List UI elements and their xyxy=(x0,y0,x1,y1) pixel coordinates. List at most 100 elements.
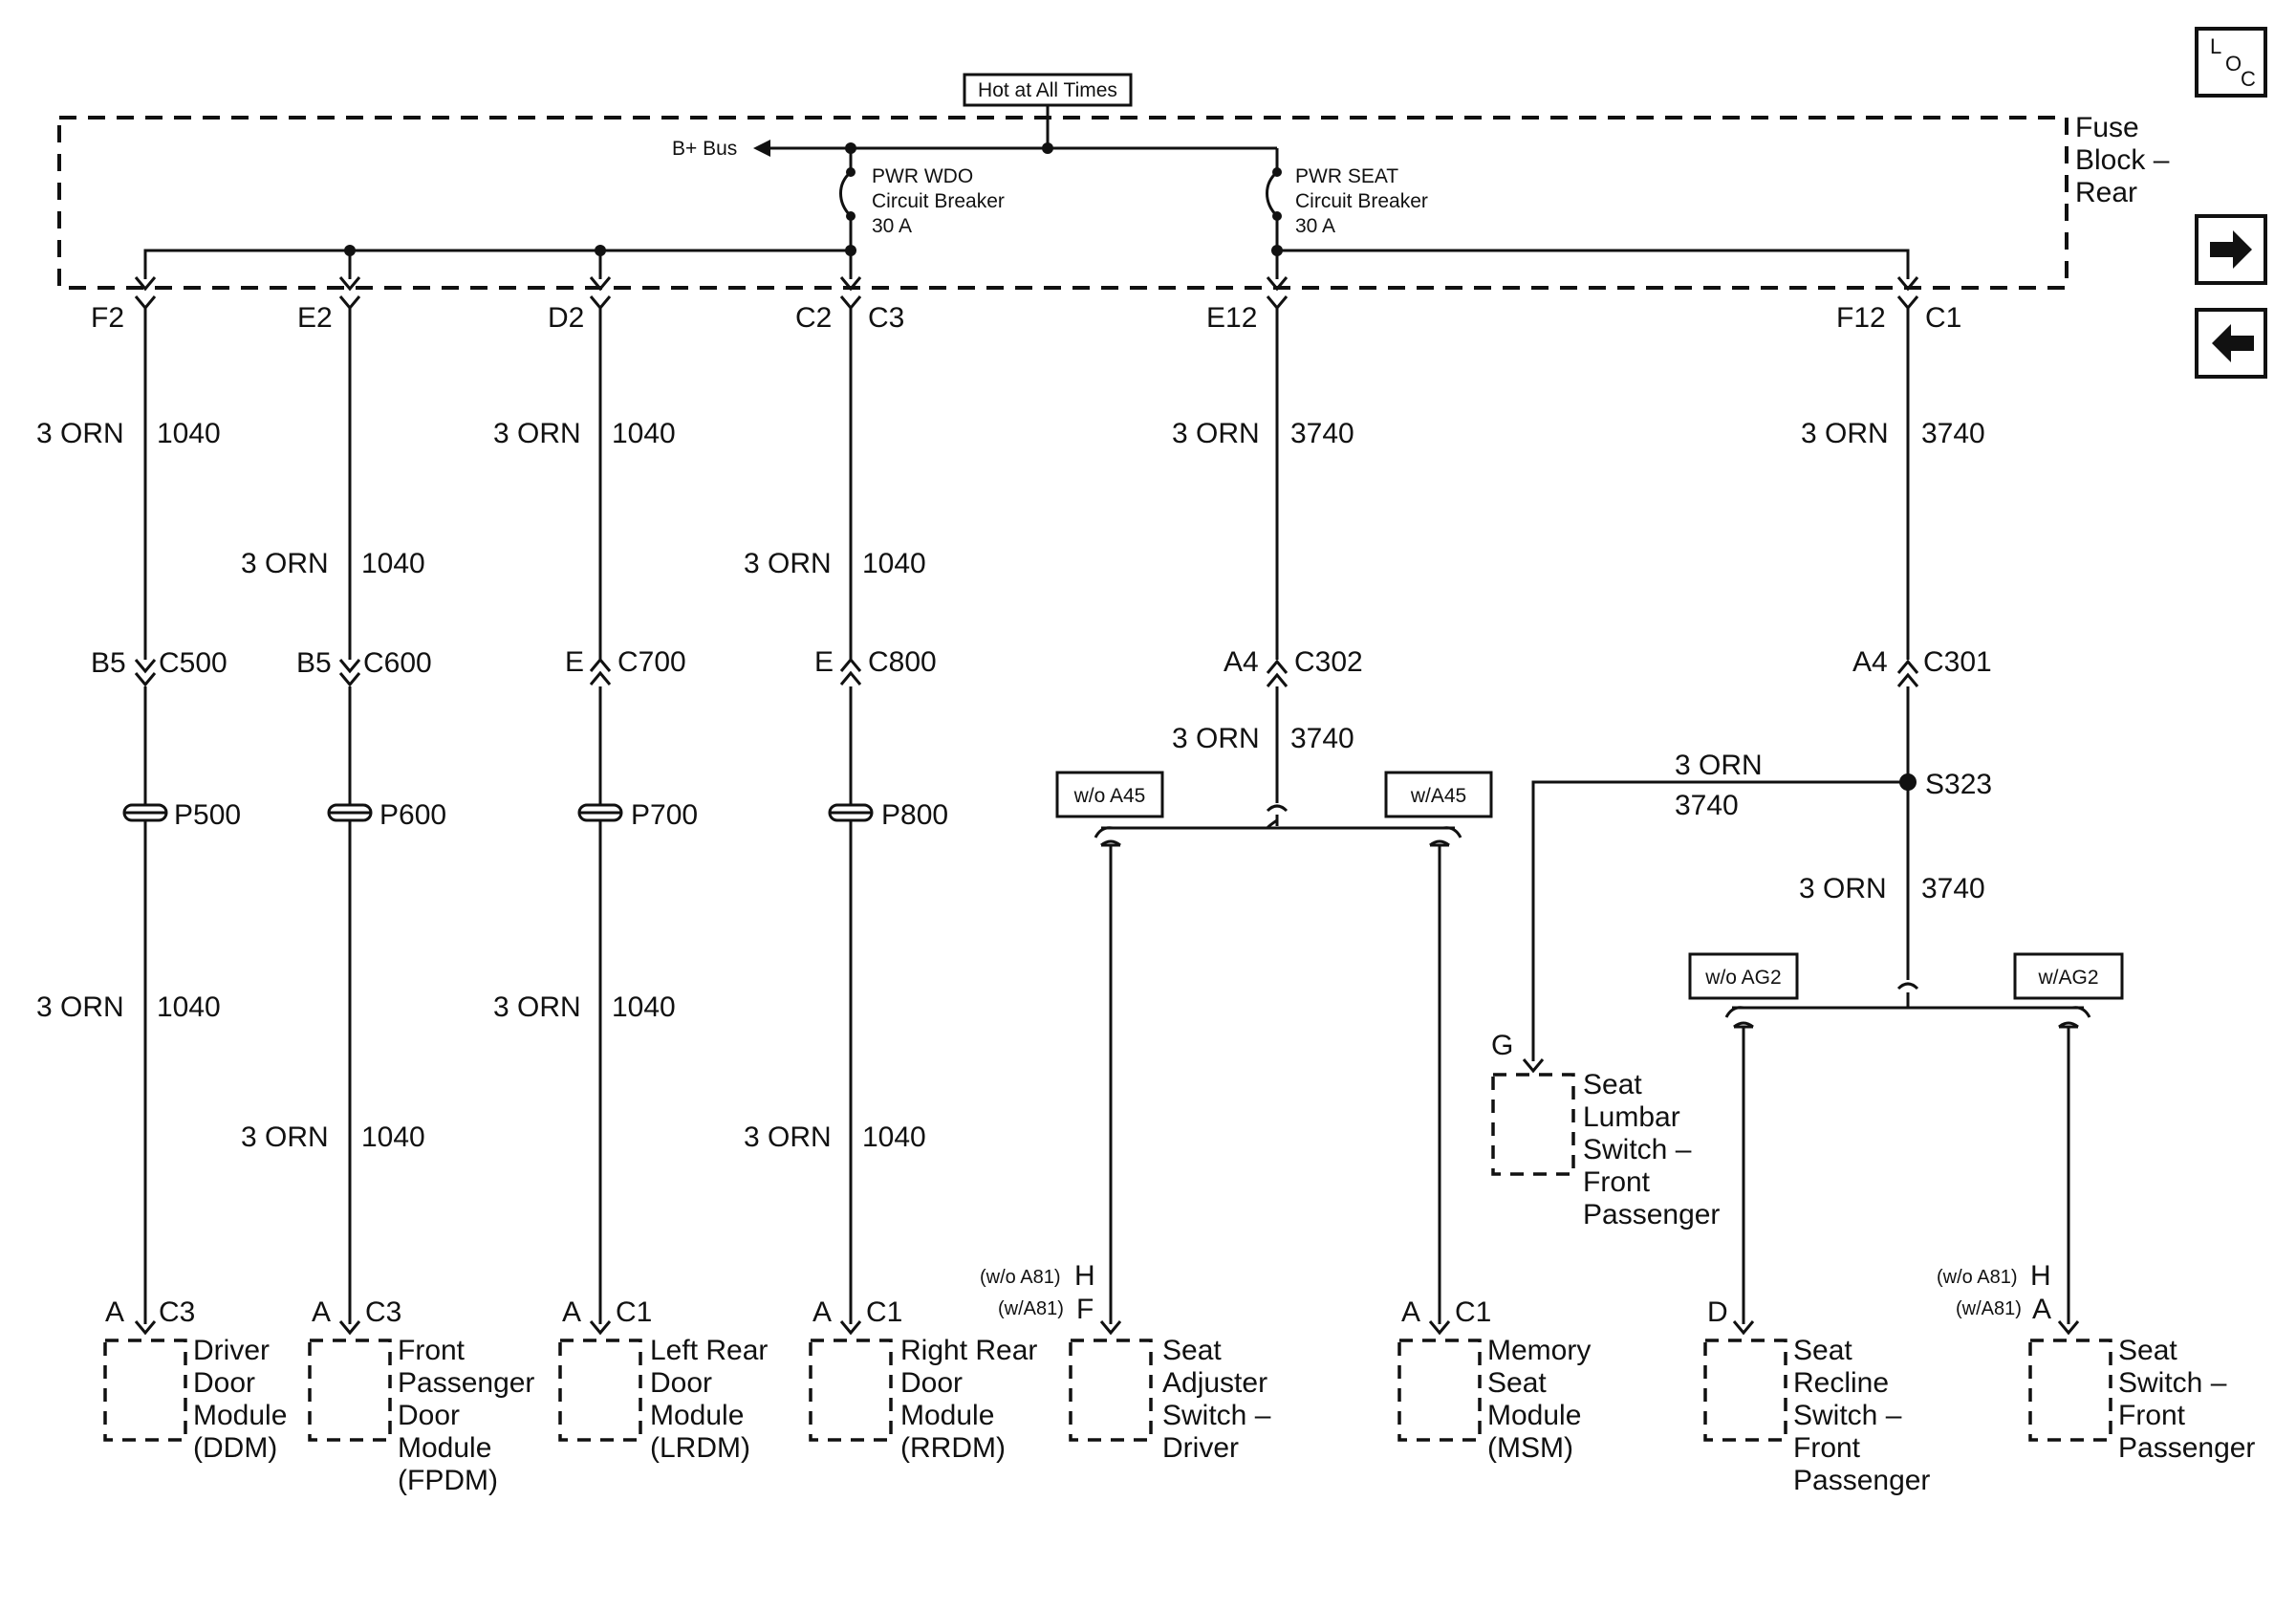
svg-text:Circuit Breaker: Circuit Breaker xyxy=(1295,190,1428,212)
svg-text:(w/o A81): (w/o A81) xyxy=(980,1267,1060,1288)
prev-page-button[interactable] xyxy=(2195,308,2267,379)
right-arrow-icon xyxy=(2210,230,2252,269)
option-wo-ag2-box xyxy=(1688,952,1799,1000)
svg-text:C302: C302 xyxy=(1294,646,1363,678)
svg-text:C3: C3 xyxy=(159,1296,195,1328)
option-w-a45: w/A45 xyxy=(1410,785,1466,807)
pwr-wdo-breaker-label: PWR WDO Circuit Breaker 30 A xyxy=(872,165,1005,237)
component-seat-adjuster-switch-driver: (w/o A81) H (w/A81) F Seat Adjuster Swit… xyxy=(980,1260,1271,1464)
svg-text:Module: Module xyxy=(398,1432,491,1464)
fuse-block-terminals xyxy=(134,276,1919,311)
svg-text:B5: B5 xyxy=(91,647,126,679)
svg-text:(w/o A81): (w/o A81) xyxy=(1937,1267,2017,1288)
svg-text:G: G xyxy=(1491,1030,1513,1061)
svg-text:Adjuster: Adjuster xyxy=(1162,1367,1267,1399)
svg-text:Door: Door xyxy=(398,1400,460,1431)
svg-text:3740: 3740 xyxy=(1675,790,1739,821)
svg-text:Seat: Seat xyxy=(1487,1367,1547,1399)
svg-text:C: C xyxy=(2241,67,2256,91)
terminal-f12: F12 xyxy=(1836,302,1886,334)
svg-text:(MSM): (MSM) xyxy=(1487,1432,1573,1464)
option-w-ag2: w/AG2 xyxy=(2037,967,2098,989)
svg-text:E: E xyxy=(565,646,584,678)
svg-text:O: O xyxy=(2225,52,2242,76)
svg-text:(w/A81): (w/A81) xyxy=(998,1298,1064,1319)
svg-text:Seat: Seat xyxy=(2118,1335,2177,1366)
svg-text:3 ORN: 3 ORN xyxy=(241,1121,329,1153)
next-page-button[interactable] xyxy=(2195,214,2267,285)
component-ddm: A C3 Driver Door Module (DDM) xyxy=(103,1296,287,1464)
svg-text:3 ORN: 3 ORN xyxy=(744,548,832,579)
terminal-d2: D2 xyxy=(548,302,584,334)
component-rrdm: A C1 Right Rear Door Module (RRDM) xyxy=(809,1296,1037,1464)
svg-text:Memory: Memory xyxy=(1487,1335,1591,1366)
svg-text:1040: 1040 xyxy=(361,1121,425,1153)
svg-text:C1: C1 xyxy=(1455,1296,1491,1328)
svg-text:Module: Module xyxy=(900,1400,994,1431)
svg-text:Driver: Driver xyxy=(193,1335,270,1366)
svg-text:Switch –: Switch – xyxy=(1793,1400,1902,1431)
connector-c301 xyxy=(1896,659,1919,687)
b-plus-bus-label: B+ Bus xyxy=(672,138,737,160)
svg-text:Passenger: Passenger xyxy=(2118,1432,2255,1464)
option-wo-a45-box xyxy=(1055,771,1164,818)
svg-text:P600: P600 xyxy=(379,799,446,831)
svg-text:A: A xyxy=(1401,1296,1420,1328)
svg-text:PWR WDO: PWR WDO xyxy=(872,165,973,187)
component-msm: A C1 Memory Seat Module (MSM) xyxy=(1397,1296,1591,1464)
svg-text:1040: 1040 xyxy=(157,418,221,449)
svg-text:Switch –: Switch – xyxy=(2118,1367,2227,1399)
svg-text:B5: B5 xyxy=(296,647,332,679)
svg-text:3 ORN: 3 ORN xyxy=(1799,873,1887,904)
svg-text:C3: C3 xyxy=(365,1296,401,1328)
svg-text:(FPDM): (FPDM) xyxy=(398,1465,498,1496)
svg-text:Switch –: Switch – xyxy=(1162,1400,1271,1431)
connector-c302 xyxy=(1266,659,1289,687)
svg-text:Lumbar: Lumbar xyxy=(1583,1101,1680,1133)
svg-text:P700: P700 xyxy=(631,799,698,831)
option-w-ag2-box xyxy=(2013,952,2124,1000)
svg-text:1040: 1040 xyxy=(157,991,221,1023)
option-w-a45-box xyxy=(1384,771,1493,818)
svg-text:A: A xyxy=(812,1296,832,1328)
svg-text:H: H xyxy=(1074,1260,1095,1292)
svg-text:C500: C500 xyxy=(159,647,227,679)
terminal-e2: E2 xyxy=(297,302,333,334)
svg-text:Block –: Block – xyxy=(2075,144,2170,176)
connector-c800 xyxy=(839,657,862,686)
svg-text:(LRDM): (LRDM) xyxy=(650,1432,750,1464)
component-lrdm: A C1 Left Rear Door Module (LRDM) xyxy=(558,1296,768,1464)
svg-text:Module: Module xyxy=(193,1400,287,1431)
svg-text:Switch –: Switch – xyxy=(1583,1134,1692,1165)
svg-text:Passenger: Passenger xyxy=(1583,1199,1720,1230)
svg-text:C800: C800 xyxy=(868,646,937,678)
svg-text:Left Rear: Left Rear xyxy=(650,1335,768,1366)
svg-text:A4: A4 xyxy=(1224,646,1259,678)
svg-text:A: A xyxy=(562,1296,581,1328)
svg-text:(w/A81): (w/A81) xyxy=(1956,1298,2022,1319)
svg-text:Passenger: Passenger xyxy=(1793,1465,1930,1496)
connector-c500 xyxy=(134,659,157,687)
loc-button[interactable]: L O C xyxy=(2195,27,2267,98)
component-pins xyxy=(134,1058,2080,1336)
svg-text:Module: Module xyxy=(1487,1400,1581,1431)
svg-text:C1: C1 xyxy=(866,1296,902,1328)
svg-text:3740: 3740 xyxy=(1290,418,1354,449)
svg-text:3 ORN: 3 ORN xyxy=(1172,723,1260,754)
svg-text:A: A xyxy=(105,1296,124,1328)
svg-text:3 ORN: 3 ORN xyxy=(493,418,581,449)
option-wo-a45: w/o A45 xyxy=(1073,785,1146,807)
component-seat-lumbar-switch: G Seat Lumbar Switch – Front Passenger xyxy=(1491,1030,1720,1230)
svg-text:C1: C1 xyxy=(616,1296,652,1328)
svg-text:30 A: 30 A xyxy=(872,215,912,237)
svg-text:1040: 1040 xyxy=(612,991,676,1023)
svg-text:(DDM): (DDM) xyxy=(193,1432,277,1464)
pwr-seat-breaker-label: PWR SEAT Circuit Breaker 30 A xyxy=(1295,165,1428,237)
svg-text:Front: Front xyxy=(2118,1400,2186,1431)
svg-text:3740: 3740 xyxy=(1921,418,1985,449)
fuse-block-title: Fuse Block – Rear xyxy=(2075,112,2170,208)
svg-text:D: D xyxy=(1707,1296,1728,1328)
svg-text:A4: A4 xyxy=(1852,646,1888,678)
svg-text:Front: Front xyxy=(1793,1432,1861,1464)
svg-text:Front: Front xyxy=(398,1335,466,1366)
